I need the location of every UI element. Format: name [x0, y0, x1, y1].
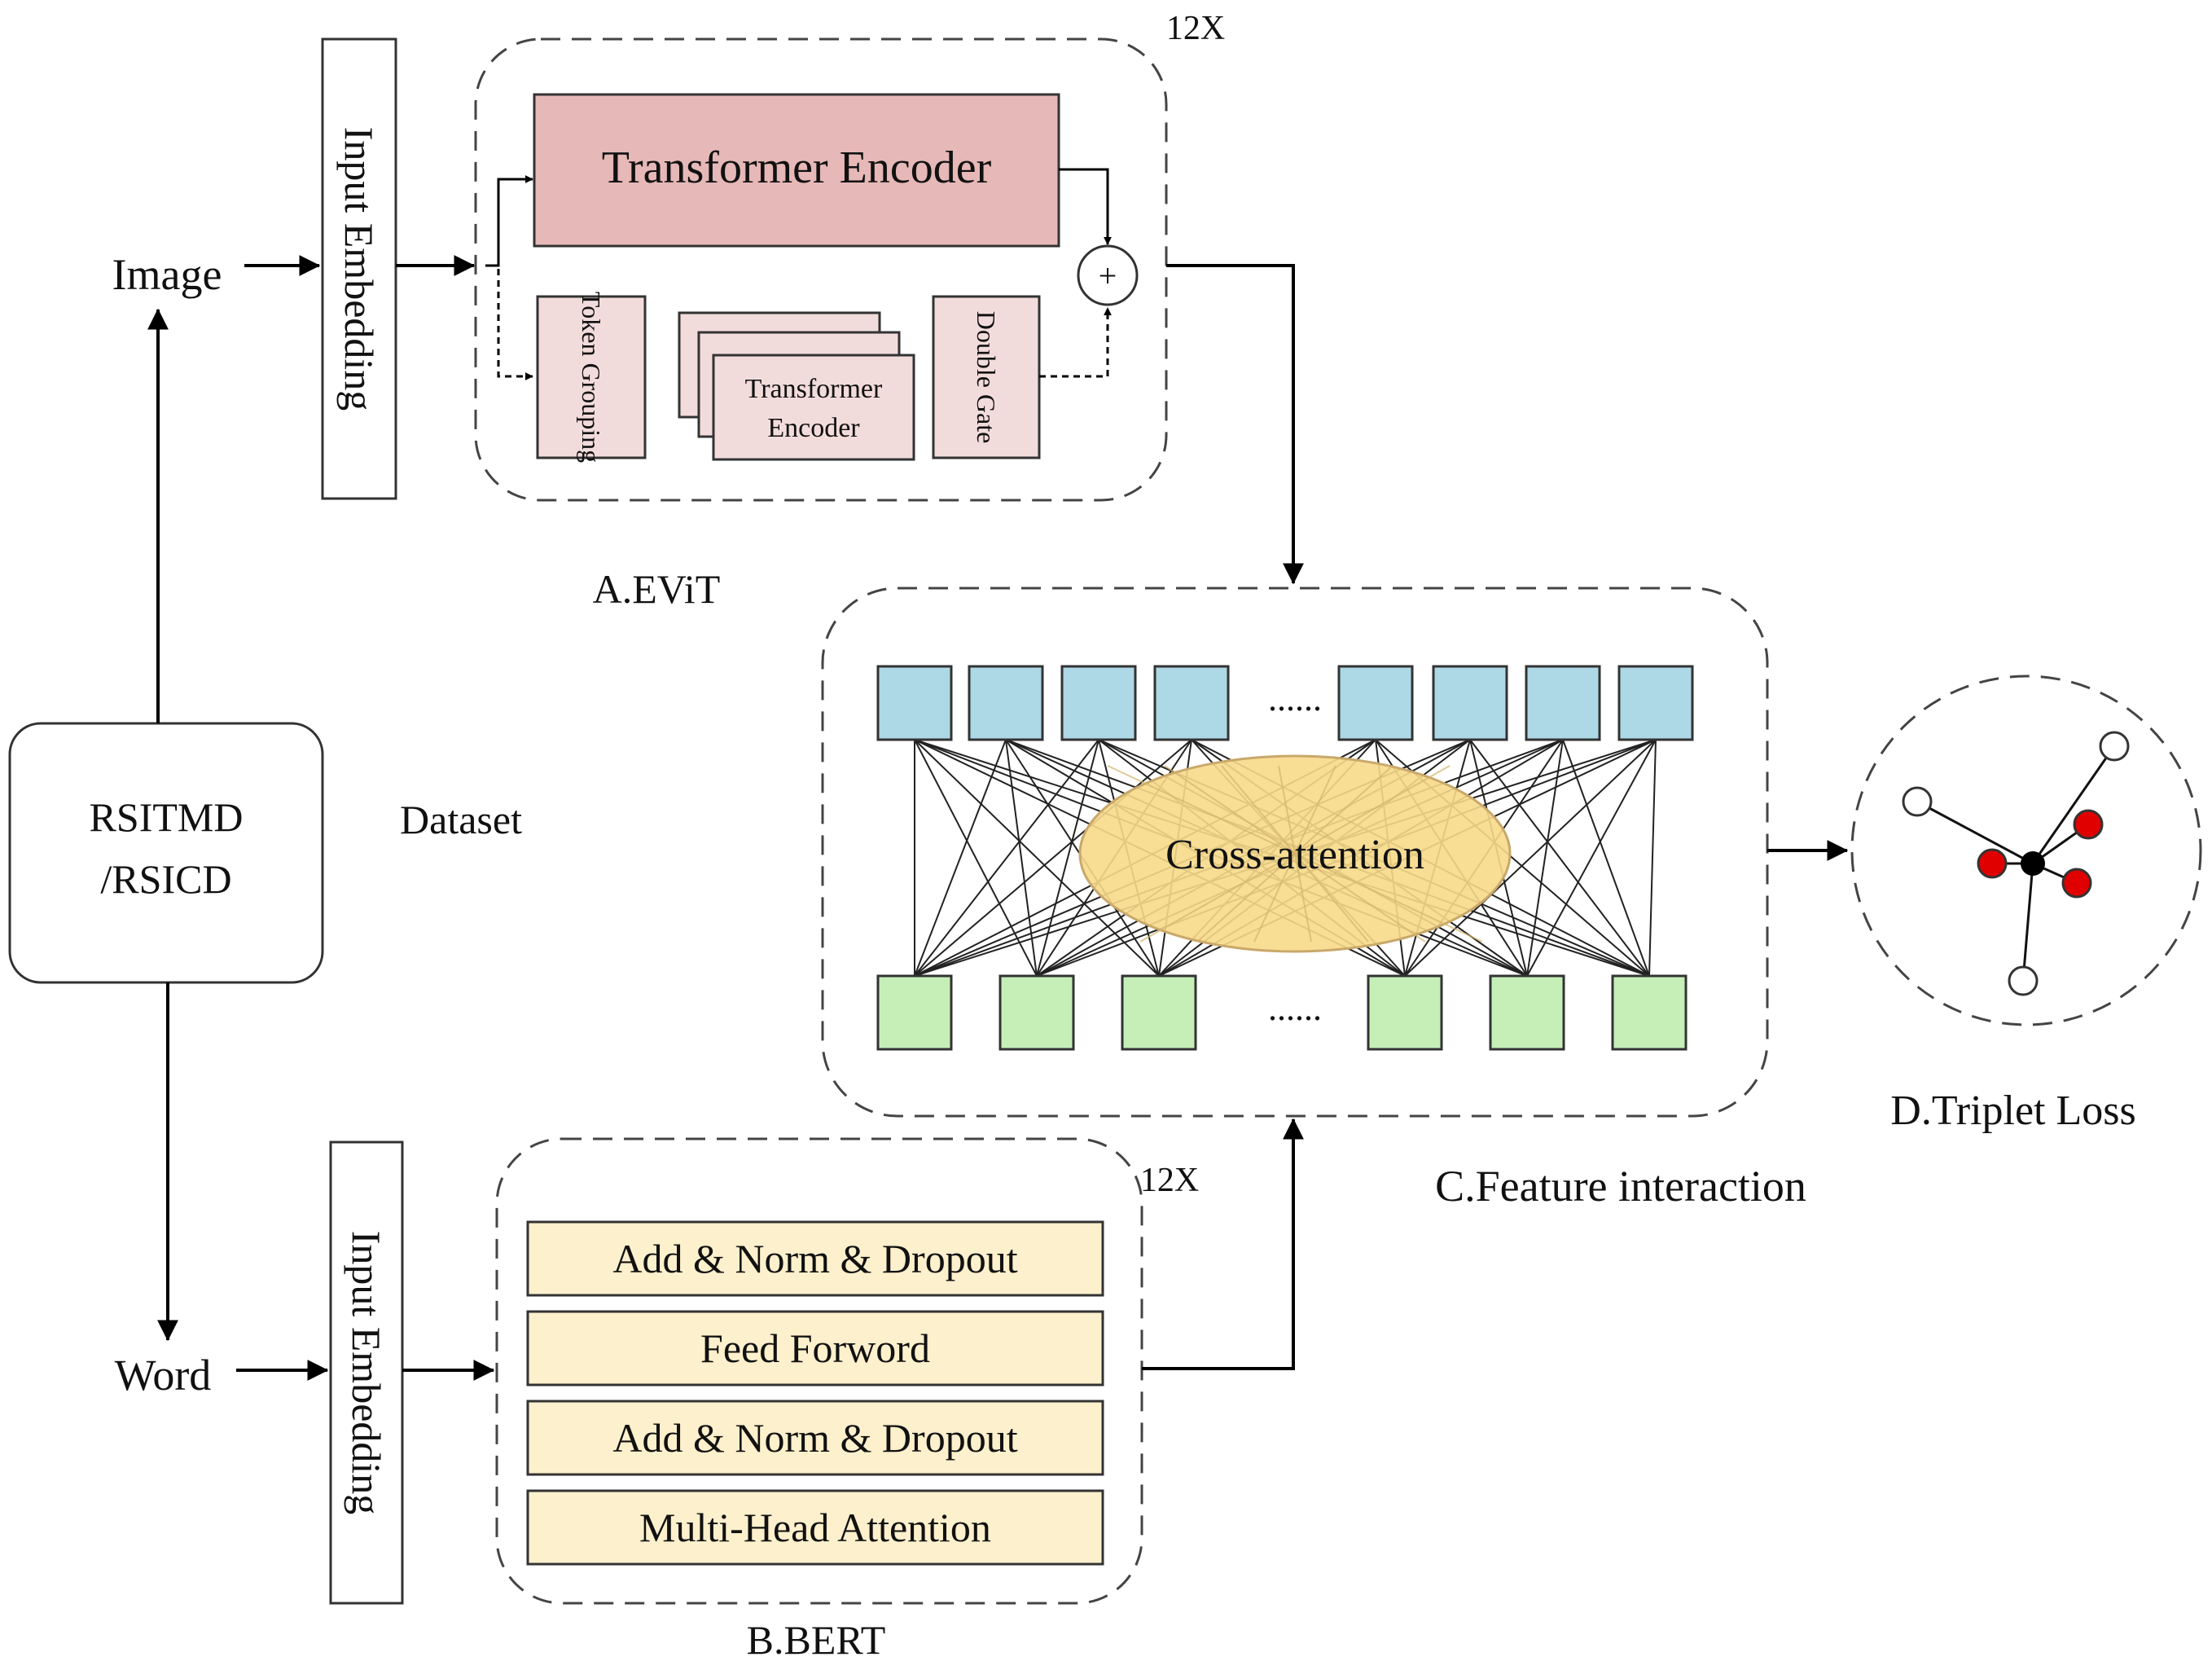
input-embedding-word-label: Input Embedding: [344, 1231, 389, 1515]
text-token-2: [998, 974, 1075, 1051]
evit-group: [474, 37, 1168, 502]
image-token-8: [1617, 665, 1694, 741]
text-tokens-ellipsis: ......: [1268, 988, 1322, 1028]
image-token-6: [1432, 665, 1508, 741]
dataset-box-line1: RSITMD: [90, 794, 244, 840]
token-grouping-block: [536, 295, 647, 459]
plus-sign: +: [1099, 257, 1117, 294]
image-label: Image: [112, 250, 222, 299]
dataset-box: [8, 722, 324, 984]
bert-repeat-label: 12X: [1140, 1162, 1199, 1199]
evit-caption: A.EViT: [593, 566, 721, 612]
gate-to-plus-arrow: [1039, 307, 1112, 378]
double-gate-label: Double Gate: [972, 311, 1001, 444]
sub-encoder-front: [712, 354, 915, 461]
negative-node-3: [2008, 965, 2039, 996]
branch-to-token-grouping-arrow: [497, 269, 533, 380]
word-label: Word: [115, 1351, 212, 1400]
image-token-5: [1337, 665, 1414, 741]
input-embedding-image-label: Input Embedding: [336, 127, 382, 411]
bert-layer-2: [526, 1310, 1104, 1387]
evit-to-interaction-arrow: [1166, 264, 1304, 585]
bert-layer-2-label: Feed Forword: [700, 1325, 930, 1371]
bert-layer-4: [526, 1489, 1104, 1566]
bert-layer-1: [526, 1220, 1104, 1297]
bert-caption: B.BERT: [747, 1617, 886, 1663]
dataset-label: Dataset: [400, 797, 522, 842]
anchor-node: [2021, 851, 2045, 876]
image-token-1: [876, 665, 953, 741]
image-tokens: [876, 665, 1694, 741]
encoder-to-plus-arrow: [1059, 168, 1112, 245]
image-token-7: [1525, 665, 1601, 741]
negative-link-1: [1916, 800, 2034, 865]
sub-encoder-label-line2: Encoder: [767, 413, 860, 443]
sub-encoder-label-line1: Transformer: [745, 374, 883, 404]
cross-attention-label: Cross-attention: [1165, 832, 1424, 878]
triplet-loss-caption: D.Triplet Loss: [1890, 1088, 2135, 1134]
double-gate-block: [932, 295, 1041, 459]
plus-node: [1077, 244, 1139, 306]
text-tokens: [876, 974, 1688, 1051]
negative-link-2: [2031, 745, 2116, 864]
image-token-2: [968, 665, 1044, 741]
positive-node-1: [2073, 809, 2104, 840]
negative-node-1: [1902, 786, 1933, 817]
bert-layer-1-label: Add & Norm & Dropout: [612, 1236, 1017, 1281]
evit-repeat-label: 12X: [1166, 10, 1225, 47]
ellipse-inner-connections: [1107, 765, 1483, 943]
bert-to-interaction-arrow: [1142, 1118, 1304, 1370]
text-token-3: [1121, 974, 1197, 1051]
input-embedding-image: [321, 37, 397, 500]
positive-node-2: [1977, 848, 2008, 879]
bert-layer-4-label: Multi-Head Attention: [639, 1505, 991, 1550]
input-embedding-word: [329, 1140, 404, 1605]
text-token-5: [1489, 974, 1565, 1051]
negative-link-3: [2021, 863, 2034, 982]
bert-group: [495, 1137, 1143, 1605]
image-tokens-ellipsis: ......: [1268, 679, 1322, 719]
text-token-4: [1367, 974, 1443, 1051]
bert-layer-3: [526, 1400, 1104, 1476]
bert-layer-3-label: Add & Norm & Dropout: [612, 1415, 1017, 1461]
transformer-encoder-label: Transformer Encoder: [602, 143, 992, 193]
image-token-4: [1153, 665, 1230, 741]
text-token-6: [1611, 974, 1688, 1051]
triplet-loss-circle: [1850, 675, 2202, 1026]
branch-to-encoder-arrow: [485, 175, 533, 267]
positive-node-3: [2061, 868, 2092, 899]
dataset-box-line2: /RSICD: [100, 856, 231, 902]
text-token-1: [876, 974, 953, 1051]
image-token-3: [1060, 665, 1137, 741]
feature-interaction-caption: C.Feature interaction: [1435, 1162, 1806, 1211]
token-grouping-label: Token Grouping: [577, 292, 606, 463]
negative-node-2: [2099, 731, 2130, 762]
